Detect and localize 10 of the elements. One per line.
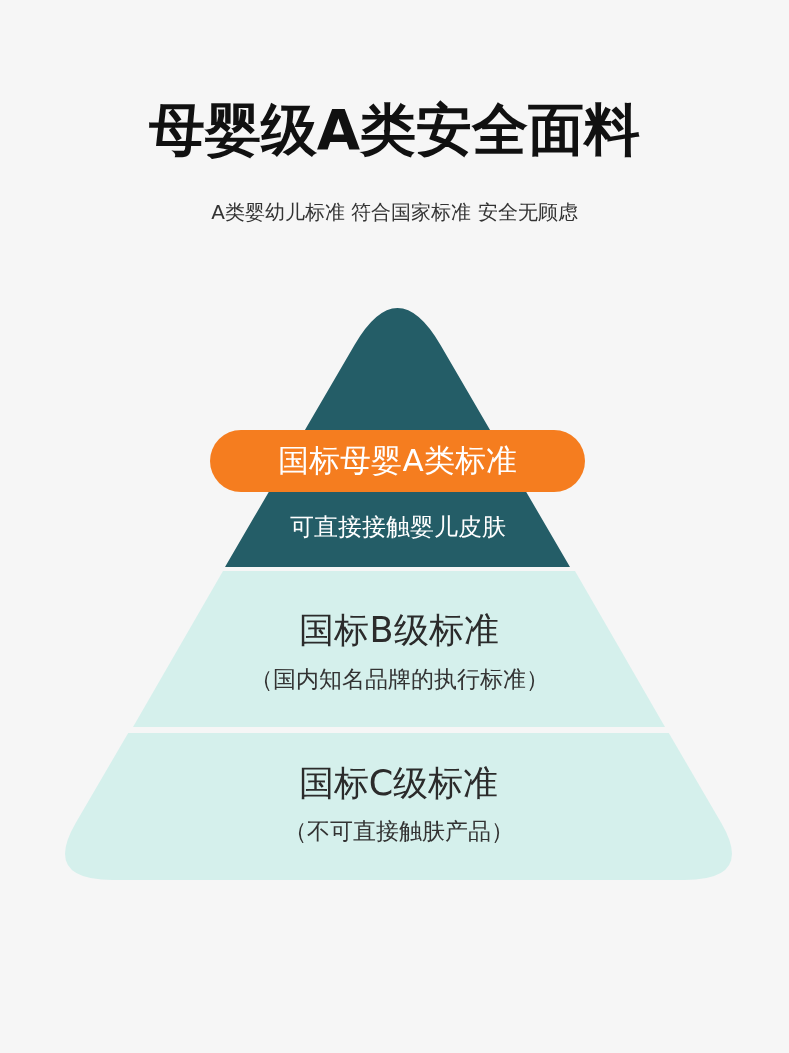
pyramid-middle-tier	[133, 571, 665, 727]
tier-title: 国标母婴A类标准	[278, 442, 517, 480]
tier-description: （国内知名品牌的执行标准）	[249, 666, 549, 694]
page-title: 母婴级A类安全面料	[148, 96, 641, 164]
tier-title: 国标B级标准	[299, 609, 499, 651]
subtitle: A类婴幼儿标准 符合国家标准 安全无顾虑	[211, 200, 578, 224]
tier-description: 可直接接触婴儿皮肤	[289, 513, 506, 542]
tier-title: 国标C级标准	[298, 762, 499, 804]
tier-description: （不可直接触肤产品）	[283, 818, 514, 846]
pyramid-bottom-tier	[65, 733, 732, 880]
